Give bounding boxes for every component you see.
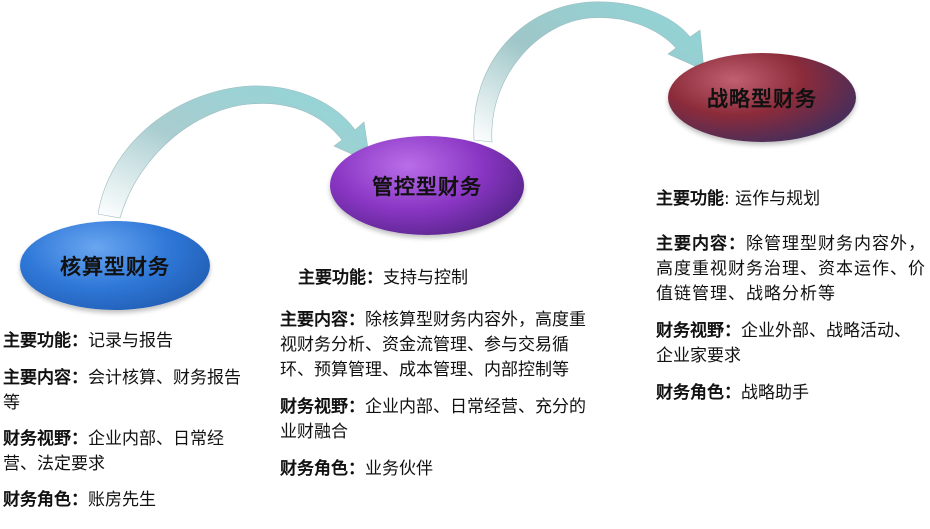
content-line: 主要内容：除核算型财务内容外，高度重视财务分析、资金流管理、参与交易循环、预算管… (280, 308, 590, 383)
function-value: : 运作与规划 (724, 189, 821, 209)
view-line: 财务视野：企业内部、日常经营、充分的业财融合 (280, 395, 590, 445)
content-value: 除管理型财务内容外，高度重视财务治理、资本运作、价值链管理、战略分析等 (656, 234, 926, 304)
function-value: 支持与控制 (383, 268, 468, 288)
view-line: 财务视野：企业外部、战略活动、企业家要求 (656, 319, 918, 369)
function-label: 主要功能 (656, 189, 724, 209)
arrow-stage1-to-stage2 (97, 85, 371, 219)
function-label: 主要功能： (298, 268, 383, 288)
view-label: 财务视野： (656, 321, 741, 341)
function-label: 主要功能： (3, 331, 88, 351)
content-value: 除核算型财务内容外，高度重视财务分析、资金流管理、参与交易循环、预算管理、成本管… (280, 310, 586, 380)
content-label: 主要内容： (3, 368, 88, 388)
stage-accounting-finance: 核算型财务 (20, 221, 210, 310)
role-label: 财务角色： (280, 459, 365, 479)
content-line: 主要内容：会计核算、财务报告等 (3, 366, 243, 416)
content-label: 主要内容： (656, 234, 746, 254)
function-line: 主要功能: 运作与规划 (656, 187, 928, 212)
function-value: 记录与报告 (88, 331, 173, 351)
stage-title: 核算型财务 (60, 254, 170, 279)
function-line: 主要功能：支持与控制 (298, 266, 590, 291)
role-line: 财务角色：账房先生 (3, 488, 243, 513)
view-value: 企业外部、战略活动、企业家要求 (656, 321, 911, 366)
content-label: 主要内容： (280, 310, 365, 330)
view-label: 财务视野： (280, 397, 365, 417)
content-line: 主要内容：除管理型财务内容外，高度重视财务治理、资本运作、价值链管理、战略分析等 (656, 232, 928, 307)
arrow-stage2-to-stage3 (473, 1, 705, 143)
content-value: 会计核算、财务报告等 (3, 368, 241, 413)
function-line: 主要功能：记录与报告 (3, 329, 243, 354)
role-line: 财务角色：业务伙伴 (280, 457, 590, 482)
stage2-details: 主要功能：支持与控制 主要内容：除核算型财务内容外，高度重视财务分析、资金流管理… (280, 266, 590, 482)
stage3-details: 主要功能: 运作与规划 主要内容：除管理型财务内容外，高度重视财务治理、资本运作… (656, 187, 928, 406)
stage1-details: 主要功能：记录与报告 主要内容：会计核算、财务报告等 财务视野：企业内部、日常经… (3, 329, 243, 513)
stage-strategic-finance: 战略型财务 (668, 53, 856, 142)
view-label: 财务视野： (3, 429, 88, 449)
view-value: 企业内部、日常经营、法定要求 (3, 429, 224, 474)
role-value: 战略助手 (741, 383, 809, 403)
role-label: 财务角色： (3, 490, 88, 510)
stage-control-finance: 管控型财务 (330, 136, 524, 235)
role-value: 业务伙伴 (365, 459, 433, 479)
role-line: 财务角色：战略助手 (656, 381, 928, 406)
stage-title: 战略型财务 (707, 86, 817, 111)
role-value: 账房先生 (88, 490, 156, 510)
view-line: 财务视野：企业内部、日常经营、法定要求 (3, 427, 243, 477)
role-label: 财务角色： (656, 383, 741, 403)
view-value: 企业内部、日常经营、充分的业财融合 (280, 397, 586, 442)
stage-title: 管控型财务 (372, 174, 482, 199)
